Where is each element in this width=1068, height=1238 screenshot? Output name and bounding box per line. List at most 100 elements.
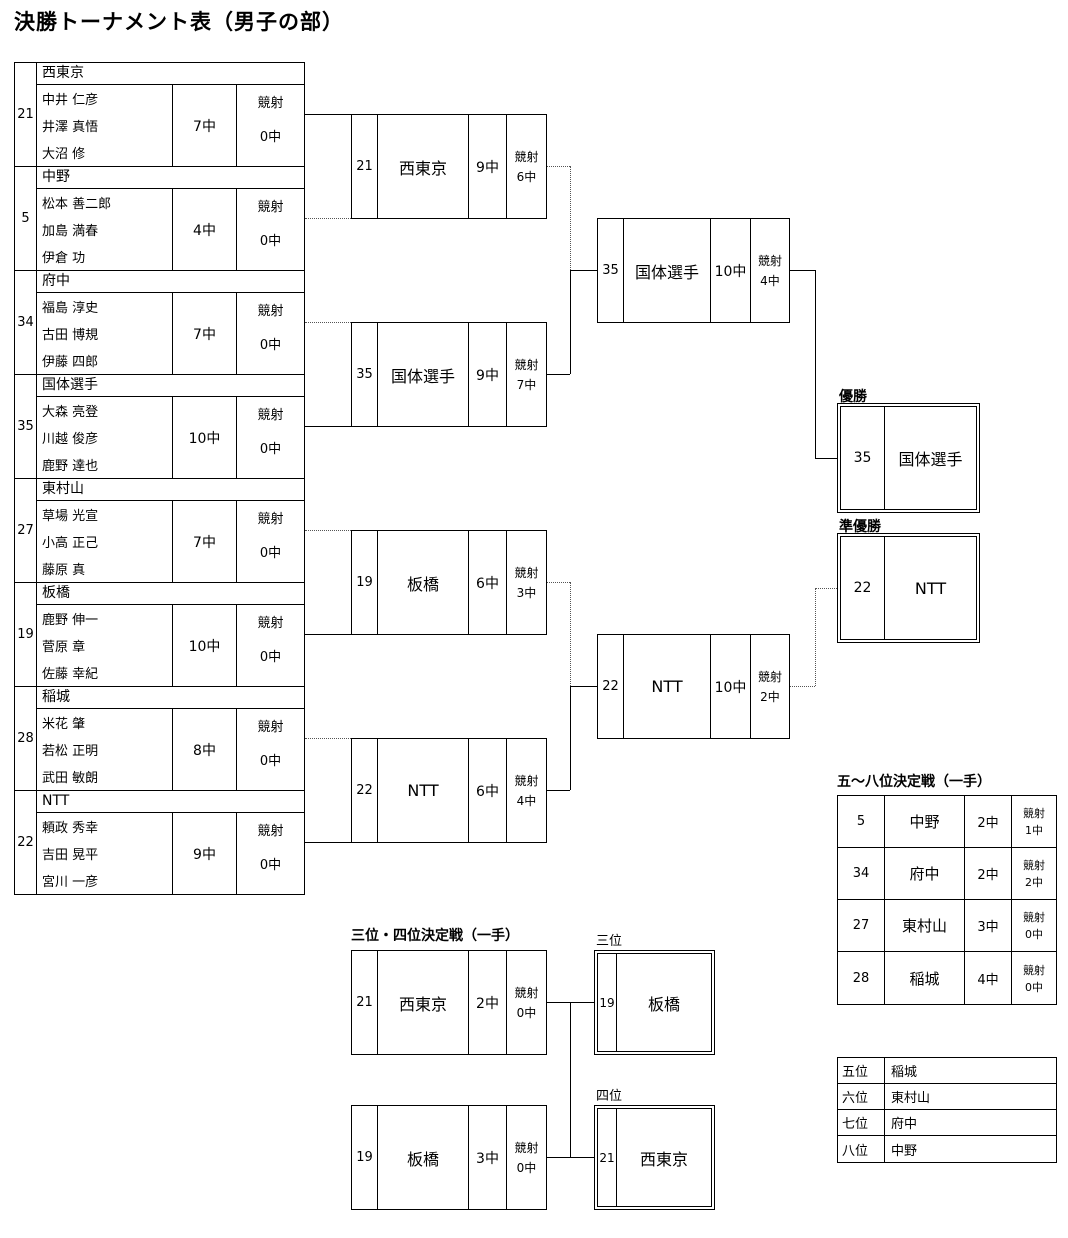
- round2-match-box: 21 西東京 9中 競射 6中: [351, 114, 547, 219]
- total-score: 8中: [173, 709, 237, 790]
- player-list: 福島 淳史 古田 博規 伊藤 四郎: [37, 293, 173, 374]
- shootoff-label: 競射: [257, 304, 284, 319]
- seed-number: 19: [598, 954, 617, 1051]
- shootoff-cell: 競射 1中: [1012, 796, 1056, 847]
- round2-match-box: 35 国体選手 9中 競射 7中: [351, 322, 547, 427]
- shootoff-label: 競射: [257, 96, 284, 111]
- total-score: 10中: [173, 397, 237, 478]
- shootoff-cell: 競射 0中: [237, 813, 304, 894]
- shootoff-cell: 競射 2中: [1012, 848, 1056, 899]
- round1-block: 19 板橋 鹿野 伸一 菅原 章 佐藤 幸紀 10中 競射 0中: [14, 582, 305, 687]
- shootoff-label: 競射: [514, 358, 539, 372]
- seed-number: 35: [352, 323, 378, 426]
- team-name: 西東京: [37, 63, 304, 85]
- player-list: 頼政 秀幸 吉田 晃平 宮川 一彦: [37, 813, 173, 894]
- round1-block: 35 国体選手 大森 亮登 川越 俊彦 鹿野 達也 10中 競射 0中: [14, 374, 305, 479]
- team-name: 国体選手: [378, 323, 469, 426]
- player-name: 宮川 一彦: [42, 875, 99, 890]
- page-title: 決勝トーナメント表（男子の部）: [14, 10, 344, 34]
- shootoff-cell: 競射 0中: [237, 85, 304, 166]
- player-name: 伊倉 功: [42, 251, 86, 266]
- player-list: 鹿野 伸一 菅原 章 佐藤 幸紀: [37, 605, 173, 686]
- team-box: NTT 頼政 秀幸 吉田 晃平 宮川 一彦 9中 競射 0中: [36, 790, 305, 895]
- team-name: 稲城: [37, 687, 304, 709]
- round1-block: 22 NTT 頼政 秀幸 吉田 晃平 宮川 一彦 9中 競射 0中: [14, 790, 305, 895]
- bracket-connector: [547, 166, 570, 167]
- shootoff-cell: 競射 4中: [751, 219, 789, 322]
- team-box: 西東京 中井 仁彦 井澤 真悟 大沼 修 7中 競射 0中: [36, 62, 305, 167]
- shootoff-cell: 競射 6中: [507, 115, 546, 218]
- shootoff-score: 2中: [1025, 876, 1043, 889]
- semifinal-match-box: 35 国体選手 10中 競射 4中: [597, 218, 790, 323]
- standings-row: 六位 東村山: [838, 1084, 1056, 1110]
- rank-label: 五位: [838, 1058, 885, 1083]
- shootoff-score: 0中: [259, 754, 282, 769]
- bracket-connector: [570, 166, 571, 270]
- total-score: 9中: [469, 323, 507, 426]
- team-name: NTT: [378, 739, 469, 842]
- third-place-box: 19 板橋: [594, 950, 715, 1055]
- seed-number: 28: [14, 686, 37, 791]
- runner-up-label: 準優勝: [839, 519, 881, 535]
- champion-label: 優勝: [839, 389, 867, 405]
- team-name: NTT: [624, 635, 711, 738]
- player-name: 福島 淳史: [42, 301, 99, 316]
- seed-number: 34: [838, 848, 885, 899]
- bracket-connector: [790, 686, 815, 687]
- table-row: 27 東村山 3中 競射 0中: [838, 900, 1056, 952]
- table-row: 28 稲城 4中 競射 0中: [838, 952, 1056, 1004]
- total-score: 10中: [173, 605, 237, 686]
- team-name: 中野: [891, 1143, 918, 1159]
- shootoff-cell: 競射 4中: [507, 739, 546, 842]
- seed-number: 22: [14, 790, 37, 895]
- shootoff-score: 0中: [259, 130, 282, 145]
- third-fourth-match-title: 三位・四位決定戦（一手）: [351, 928, 519, 944]
- team-name: 中野: [885, 796, 965, 847]
- seed-number: 22: [598, 635, 624, 738]
- team-name: 板橋: [37, 583, 304, 605]
- shootoff-label: 競射: [257, 512, 284, 527]
- team-name: 板橋: [378, 531, 469, 634]
- total-score: 10中: [711, 219, 751, 322]
- fourth-place-box: 21 西東京: [594, 1105, 715, 1210]
- shootoff-cell: 競射 3中: [507, 531, 546, 634]
- shootoff-label: 競射: [257, 720, 284, 735]
- team-name: 東村山: [891, 1091, 931, 1106]
- shootoff-score: 7中: [516, 378, 537, 392]
- shootoff-cell: 競射 0中: [237, 501, 304, 582]
- player-name: 大森 亮登: [42, 405, 99, 420]
- shootoff-cell: 競射 0中: [237, 709, 304, 790]
- round1-block: 5 中野 松本 善二郎 加島 満春 伊倉 功 4中 競射 0中: [14, 166, 305, 271]
- rank-label: 七位: [838, 1110, 885, 1135]
- bracket-connector: [547, 1157, 594, 1158]
- total-score: 2中: [469, 951, 507, 1054]
- team-box: 国体選手 大森 亮登 川越 俊彦 鹿野 達也 10中 競射 0中: [36, 374, 305, 479]
- shootoff-cell: 競射 0中: [1012, 952, 1056, 1004]
- seed-number: 27: [14, 478, 37, 583]
- team-name: 府中: [885, 848, 965, 899]
- rank-label: 六位: [838, 1084, 885, 1109]
- bracket-connector: [547, 790, 570, 791]
- team-name: 東村山: [37, 479, 304, 501]
- seed-number: 35: [841, 407, 885, 509]
- player-name: 佐藤 幸紀: [42, 667, 99, 682]
- team-box: 板橋 鹿野 伸一 菅原 章 佐藤 幸紀 10中 競射 0中: [36, 582, 305, 687]
- bracket-connector: [305, 634, 351, 635]
- total-score: 6中: [469, 739, 507, 842]
- player-name: 松本 善二郎: [42, 197, 112, 212]
- shootoff-score: 4中: [516, 794, 537, 808]
- third-fourth-match-box: 21 西東京 2中 競射 0中: [351, 950, 547, 1055]
- total-score: 4中: [965, 952, 1012, 1004]
- total-score: 10中: [711, 635, 751, 738]
- total-score: 7中: [173, 501, 237, 582]
- total-score: 6中: [469, 531, 507, 634]
- bracket-connector: [305, 218, 351, 219]
- player-name: 藤原 真: [42, 563, 86, 578]
- total-score: 3中: [965, 900, 1012, 951]
- total-score: 2中: [965, 848, 1012, 899]
- seed-number: 21: [352, 951, 378, 1054]
- seed-number: 21: [352, 115, 378, 218]
- semifinal-match-box: 22 NTT 10中 競射 2中: [597, 634, 790, 739]
- shootoff-label: 競射: [1023, 807, 1045, 820]
- team-name: 板橋: [378, 1106, 469, 1209]
